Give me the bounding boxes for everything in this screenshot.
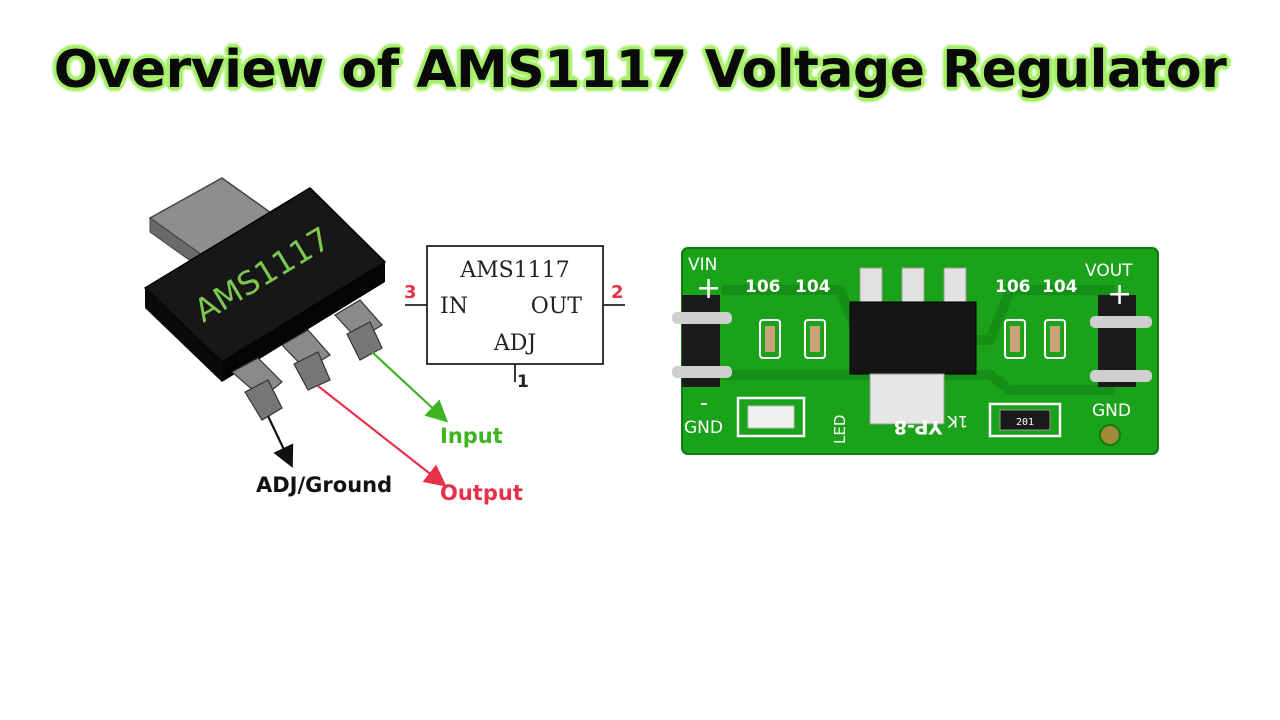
pin-right: [334, 299, 383, 361]
cap-label-106: 106: [745, 277, 781, 297]
pcb-trace: [722, 370, 1115, 395]
schematic-out-label: OUT: [531, 294, 583, 319]
header-pin: [1090, 316, 1152, 328]
vin-plus: +: [696, 271, 721, 306]
header-pin: [672, 366, 732, 378]
vout-label: VOUT: [1085, 261, 1133, 281]
vin-minus: -: [700, 391, 708, 416]
vout-plus: +: [1107, 277, 1132, 312]
led-component: [736, 396, 806, 438]
pin-number-3: 3: [404, 282, 417, 303]
resistor-code: 201: [1016, 417, 1034, 428]
header-pin: [672, 312, 732, 324]
output-label: Output: [440, 481, 523, 505]
mounting-hole: [1099, 424, 1121, 446]
capacitor: [1044, 319, 1066, 359]
vin-label: VIN: [688, 255, 717, 275]
schematic-part-label: AMS1117: [459, 258, 569, 283]
package-body-side: [145, 288, 222, 382]
adj-ground-label: ADJ/Ground: [256, 473, 392, 497]
input-arrow: [371, 351, 449, 423]
input-label: Input: [440, 424, 503, 448]
header-pin: [1090, 370, 1152, 382]
capacitor: [759, 319, 781, 359]
led-label: LED: [831, 415, 849, 444]
capacitor: [804, 319, 826, 359]
cap-label-106: 106: [995, 277, 1031, 297]
board-code: YP-8: [894, 416, 943, 438]
pin-middle: [281, 329, 331, 391]
sot223-package: AMS1117 ADJ/Ground Output Input: [143, 177, 523, 505]
package-body-front: [222, 262, 385, 382]
pin-left: [230, 357, 283, 421]
capacitor: [1004, 319, 1026, 359]
page-title: Overview of AMS1117 Voltage Regulator: [53, 40, 1227, 100]
pin-number-2: 2: [611, 282, 624, 303]
cap-label-104: 104: [795, 277, 831, 297]
board-regulator-chip: [849, 267, 977, 425]
pin-number-1: 1: [517, 372, 529, 392]
pcb-module: VIN + VOUT + - GND GND 106 104 106 104: [672, 247, 1159, 455]
schematic-box: [426, 245, 604, 365]
schematic-adj-label: ADJ: [493, 331, 536, 356]
cap-label-104: 104: [1042, 277, 1078, 297]
schematic-in-label: IN: [440, 294, 468, 319]
gnd-left-label: GND: [684, 418, 723, 438]
output-arrow: [317, 385, 447, 487]
gnd-right-label: GND: [1092, 401, 1131, 421]
schematic-symbol: AMS1117 IN OUT ADJ 3 2 1: [404, 245, 625, 392]
resistor-label: 1K: [947, 412, 968, 431]
adj-arrow: [267, 415, 294, 468]
resistor: [988, 402, 1062, 438]
